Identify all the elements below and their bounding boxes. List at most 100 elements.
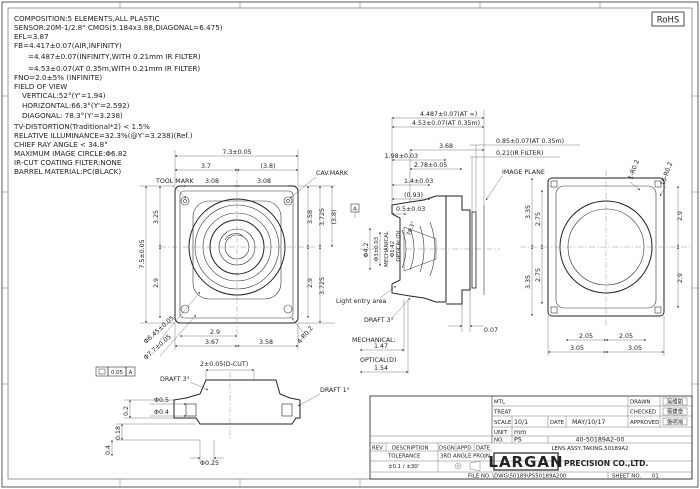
- dim-text: 0.85±0.07(AT 0.35m): [496, 138, 564, 145]
- flatness-value: 0.05: [111, 370, 123, 376]
- dim-text: 2.78±0.05: [414, 162, 447, 169]
- rear-view: 1-R0.2 16-R0.2 3.35 2.75 3.35 2.75 2.9 2…: [520, 159, 690, 356]
- dim-text: 16-R0.2: [659, 161, 674, 187]
- flatness-callout: 0.05 A: [95, 366, 136, 377]
- dim-text: 7.5±0.05: [139, 239, 146, 268]
- spec-line: COMPOSITION:5 ELEMENTS,ALL PLASTIC: [14, 14, 160, 23]
- spec-notes: COMPOSITION:5 ELEMENTS,ALL PLASTIC SENSO…: [13, 14, 223, 176]
- front-view: 7.3±0.05 3.7 (3.8) 3.08 3.08 TOOL MARK C…: [139, 149, 349, 361]
- dim-text: 3.58: [259, 339, 273, 346]
- dim-text: 1-R0.2: [627, 159, 641, 181]
- company-suffix: PRECISION CO.,LTD.: [564, 459, 648, 468]
- title-block: REV DESCRIPTION DSGN APPD DATE TOLERANCE…: [369, 395, 693, 480]
- draft-right-label: DRAFT 1°: [320, 386, 350, 394]
- dim-text: 2.9: [210, 329, 220, 336]
- dim-text: 2.75: [535, 212, 542, 226]
- optical2-label: OPTICAL(D): [360, 357, 396, 364]
- unit-label: UNIT: [494, 430, 508, 436]
- spec-line: FNO=2.0±5% (INFINITE): [14, 73, 102, 82]
- optical-label: OPTICAL(D): [396, 230, 402, 261]
- dim-text: 2.05: [619, 333, 633, 340]
- dim-text: 3.05: [570, 345, 584, 352]
- dim-text: (3.8): [261, 163, 276, 170]
- company-logo: LARGAN: [488, 453, 563, 471]
- mechanical2-label: MECHANICAL:: [352, 337, 396, 344]
- dim-text: 0.2: [123, 406, 130, 416]
- spec-line: FB=4.417±0.07(AIR,INFINITY): [14, 41, 122, 50]
- dim-text: 3.58: [307, 210, 314, 224]
- d-cut-dim: 2±0.05(D-CUT): [200, 361, 248, 368]
- spec-line: SENSOR:20M-1/2.8" CMOS(5.184x3.88,DIAGON…: [14, 23, 223, 32]
- rohs-badge: RoHS: [651, 11, 685, 27]
- bottom-side-view: 0.05 A DRAFT 3° 2±0.05(D-CUT) DRAFT 1° Φ…: [95, 361, 350, 467]
- treat-label: TREAT: [493, 410, 512, 416]
- spec-line: MAXIMUM IMAGE CIRCLE:Φ6.82: [14, 149, 127, 158]
- projection-label: 3RD ANGLE PROJN: [440, 454, 490, 460]
- dim-text: 1.54: [374, 365, 388, 372]
- light-entry-label: Light entry area: [336, 298, 387, 305]
- dim-text: 0.07: [484, 327, 498, 334]
- draft-label: DRAFT 3°: [364, 316, 394, 324]
- cav-mark-label: CAV.MARK: [316, 170, 349, 177]
- rohs-label: RoHS: [657, 16, 680, 26]
- dim-text: 2.05: [579, 333, 593, 340]
- dim-text: 7.3±0.05: [222, 149, 251, 156]
- tool-mark-label: TOOL MARK: [155, 178, 194, 185]
- spec-line: BARREL MATERIAL:PC(BLACK): [14, 167, 121, 176]
- drawn-label: DRAWN: [630, 400, 650, 406]
- dim-text: 3.725: [319, 277, 326, 295]
- spec-line: VERTICAL:52°(Y'=1.94): [22, 91, 106, 100]
- spec-line: CHIEF RAY ANGLE < 34.8°: [14, 140, 108, 149]
- spec-line: IR-CUT COATING FILTER:NONE: [14, 158, 122, 167]
- dim-text: 0.18: [115, 426, 122, 440]
- scale-value: 10/1: [514, 419, 528, 426]
- no-value: PS: [514, 437, 522, 444]
- part-number: 40-50189A2-00: [576, 437, 625, 444]
- projection-symbol-icon: [454, 460, 481, 472]
- appd-col-label: APPD: [457, 446, 471, 452]
- file-number: FILE NO. \DWG\50189\PS50189A200: [468, 474, 567, 480]
- drawn-signature: 吳維凱: [667, 398, 684, 406]
- tolerance-value: ±0.1 / ±30': [388, 464, 419, 470]
- dim-text: 1.98±0.03: [385, 153, 418, 160]
- dim-text: 4.487±0.07(AT ∞): [420, 111, 477, 118]
- side-section-view: A 4.487±0.07(AT ∞) 4.53±0.07(AT 0.35m) 3…: [336, 110, 580, 374]
- checked-signature: 張建章: [667, 408, 684, 416]
- date-col-label: DATE: [476, 446, 491, 452]
- dim-text: 3.35: [525, 205, 532, 219]
- mechanical-label: MECHANICAL: [384, 231, 390, 267]
- dim-text: 0.5±0.03: [396, 206, 425, 213]
- dim-text: 2.75: [535, 268, 542, 282]
- dim-text: 2.9: [307, 278, 314, 288]
- date-value: MAY/10/17: [572, 419, 605, 426]
- mtl-label: MTL: [494, 400, 505, 406]
- desc-col-label: DESCRIPTION: [392, 446, 429, 452]
- sheet-no-label: SHEET NO.: [612, 474, 641, 480]
- dim-text: 3.08: [205, 178, 219, 185]
- unit-value: mm: [514, 429, 526, 436]
- dim-text: 3.725: [319, 208, 326, 226]
- dim-text: 2.9: [677, 273, 684, 283]
- dim-text: Φ0.4: [154, 409, 169, 416]
- approved-label: APPROVED: [630, 420, 659, 426]
- dim-text: 1.47: [374, 343, 388, 350]
- spec-line: =4.53±0.07(AT 0.35m,WITH 0.21mm IR FILTE…: [28, 64, 200, 73]
- dim-text: (0.93): [404, 192, 423, 199]
- spec-line: HORIZONTAL:66.3°(Y'=2.592): [22, 101, 130, 110]
- tolerance-label: TOLERANCE: [387, 454, 421, 460]
- dim-text: 0.4: [105, 445, 112, 455]
- dim-text: 0.21(IR FILTER): [496, 150, 544, 157]
- no-label: NO.: [494, 438, 504, 444]
- scale-label: SCALE: [494, 420, 512, 426]
- dim-text: 1.4±0.03: [404, 178, 433, 185]
- fov-angle-label: 78.3°: [406, 221, 417, 237]
- dim-text: 3.25: [153, 210, 160, 224]
- image-plane-label: IMAGE PLANE: [502, 169, 545, 176]
- dim-text: Φ3±0.03: [374, 237, 380, 261]
- approved-signature: 張明鴻: [667, 418, 684, 426]
- spec-line: FIELD OF VIEW: [14, 82, 67, 91]
- dsgn-col-label: DSGN: [439, 446, 455, 452]
- dim-text: 4-R0.2: [296, 325, 315, 345]
- spec-line: EFL=3.87: [14, 32, 49, 41]
